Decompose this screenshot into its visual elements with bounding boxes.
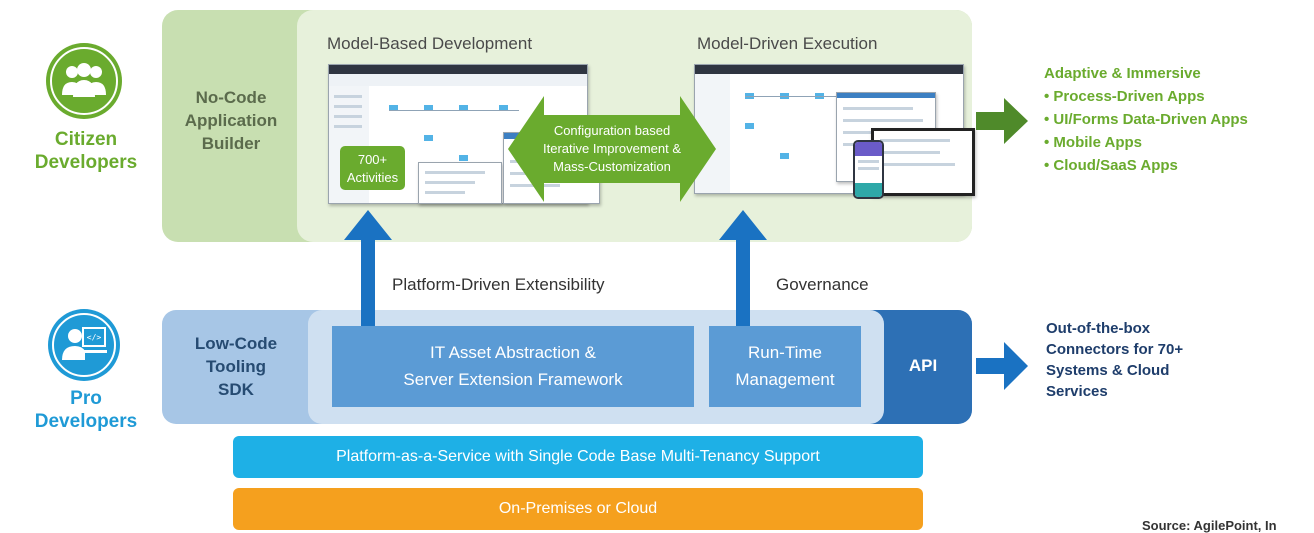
apps-item: • Process-Driven Apps <box>1044 88 1205 105</box>
extensibility-up-arrow <box>344 210 392 326</box>
source-credit: Source: AgilePoint, In <box>1142 518 1277 533</box>
model-based-title: Model-Based Development <box>327 34 533 53</box>
runtime-laptop-screenshot <box>871 128 975 196</box>
apps-heading: Adaptive & Immersive <box>1044 65 1201 82</box>
pro-developers-persona: </> Pro Developers <box>22 308 150 433</box>
no-code-builder-label: No-Code Application Builder <box>184 88 278 153</box>
low-code-sdk-label: Low-Code Tooling SDK <box>194 334 278 399</box>
governance-up-arrow <box>719 210 767 326</box>
coder-at-screen-icon: </> <box>47 308 121 382</box>
activities-badge: 700+ Activities <box>340 146 405 190</box>
api-panel <box>870 310 972 424</box>
paas-bar: Platform-as-a-Service with Single Code B… <box>233 436 923 478</box>
configuration-double-arrow <box>508 96 716 202</box>
extensibility-label: Platform-Driven Extensibility <box>392 275 605 294</box>
connectors-output-arrow <box>976 342 1028 390</box>
group-people-icon <box>45 42 123 120</box>
apps-item: • Cloud/SaaS Apps <box>1044 157 1178 174</box>
onprem-bar: On-Premises or Cloud <box>233 488 923 530</box>
apps-list: Adaptive & Immersive • Process-Driven Ap… <box>1044 62 1248 177</box>
citizen-developers-label: Citizen Developers <box>34 129 138 173</box>
connectors-text: Out-of-the-box Connectors for 70+ System… <box>1046 320 1184 400</box>
svg-text:</>: </> <box>87 333 102 342</box>
governance-label: Governance <box>776 275 869 294</box>
runtime-management-box: Run-Time Management <box>709 326 861 407</box>
citizen-developers-persona: Citizen Developers <box>22 42 150 182</box>
abstraction-box: IT Asset Abstraction & Server Extension … <box>332 326 694 407</box>
configuration-label: Configuration based Iterative Improvemen… <box>543 123 681 174</box>
runtime-phone-screenshot <box>853 140 884 199</box>
api-label: API <box>908 356 938 375</box>
apps-output-arrow <box>976 98 1028 144</box>
designer-dialog-screenshot <box>418 162 502 204</box>
apps-item: • Mobile Apps <box>1044 134 1143 151</box>
model-driven-title: Model-Driven Execution <box>697 34 878 53</box>
apps-item: • UI/Forms Data-Driven Apps <box>1044 111 1248 128</box>
pro-developers-label: Pro Developers <box>34 388 138 432</box>
